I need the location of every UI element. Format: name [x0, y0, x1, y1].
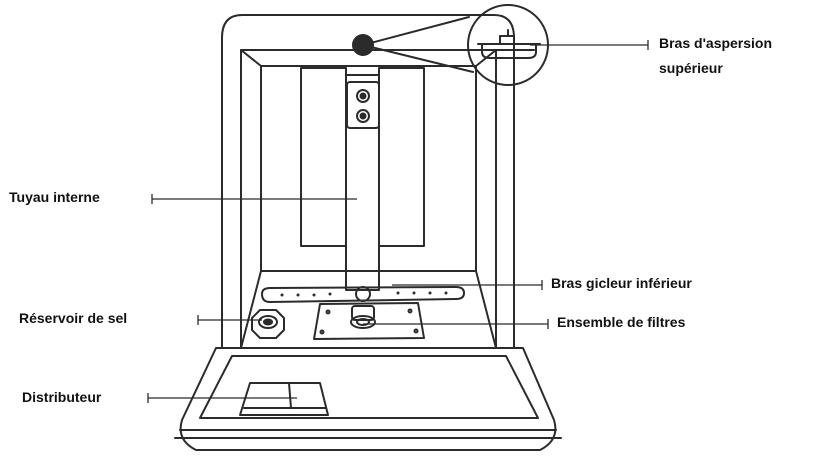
label-dispenser: Distributeur [22, 389, 102, 405]
dispenser-shape [239, 382, 329, 416]
label-filter-assembly: Ensemble de filtres [557, 314, 686, 330]
lower-spray-arm [261, 286, 465, 303]
upper-spray-arm-marker [352, 34, 374, 56]
back-panel-right [378, 67, 425, 247]
back-panel-left [300, 67, 347, 247]
pipe-bracket [346, 81, 380, 129]
door-inner-panel [199, 355, 539, 419]
door-outer [179, 347, 557, 451]
label-upper-spray-arm-line2: supérieur [659, 60, 723, 76]
label-upper-spray-arm-line1: Bras d'aspersion [659, 35, 773, 51]
filter-plate [313, 302, 425, 340]
label-inner-pipe: Tuyau interne [9, 189, 100, 205]
salt-reservoir-cap [251, 309, 285, 339]
inner-pipe [345, 74, 380, 291]
label-lower-spray-arm: Bras gicleur inférieur [551, 275, 692, 291]
label-salt-reservoir: Réservoir de sel [19, 310, 128, 326]
tub-back-wall [260, 65, 477, 272]
